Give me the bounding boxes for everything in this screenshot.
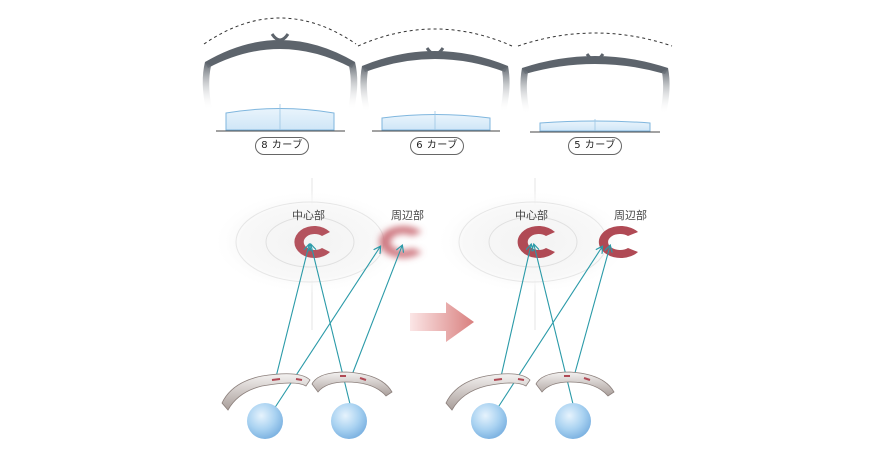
lens-right <box>535 371 615 397</box>
focus-ring-inner <box>488 216 578 268</box>
comparison-before <box>212 178 422 439</box>
glasses-temple-right <box>660 68 670 114</box>
lens-left <box>445 373 531 411</box>
lens-mark <box>359 377 367 381</box>
glasses-6-curve <box>357 28 513 132</box>
curve-label-6: 6 カーブ <box>410 137 464 155</box>
improvement-arrow <box>410 302 474 342</box>
nose-pad <box>425 47 445 56</box>
curve-label-8: 8 カーブ <box>255 137 309 155</box>
lens-left <box>221 373 311 411</box>
periphery-label-before: 周辺部 <box>391 209 424 222</box>
glasses-frame <box>205 40 355 68</box>
focus-halo <box>435 190 631 294</box>
curve-dashed-guide <box>517 32 673 47</box>
eyeball-right <box>331 403 367 439</box>
eyeball-right <box>555 403 591 439</box>
lens-mark <box>517 378 525 381</box>
comparison-after <box>435 178 638 439</box>
center-label-after: 中心部 <box>515 209 548 222</box>
lens-right <box>311 371 393 397</box>
focus-ring-inner <box>265 216 355 268</box>
glasses-temple-left <box>202 62 212 110</box>
center-label-before: 中心部 <box>292 209 325 222</box>
periphery-c-mark-blurred <box>379 225 422 258</box>
lens-cross-section <box>381 114 491 131</box>
curve-label-5: 5 カーブ <box>568 137 622 155</box>
lens-mark <box>583 377 591 381</box>
curve-dashed-guide <box>357 28 513 47</box>
glasses-5-curve <box>517 32 673 133</box>
glasses-8-curve <box>202 17 358 132</box>
center-c-mark <box>294 225 330 258</box>
lens-mark <box>493 378 503 381</box>
lens-mark <box>271 378 281 381</box>
glasses-frame <box>362 51 508 72</box>
nose-pad <box>270 33 290 42</box>
glasses-temple-right <box>500 66 510 112</box>
focus-halo <box>212 190 408 294</box>
glasses-temple-left <box>520 68 530 114</box>
eyeball-left <box>247 403 283 439</box>
eyeball-left <box>471 403 507 439</box>
glasses-frame <box>522 56 668 74</box>
periphery-label-after: 周辺部 <box>614 209 647 222</box>
nose-pad <box>585 53 605 62</box>
lens-mark <box>295 378 303 381</box>
glasses-temple-left <box>360 66 370 112</box>
glasses-temple-right <box>348 62 358 110</box>
